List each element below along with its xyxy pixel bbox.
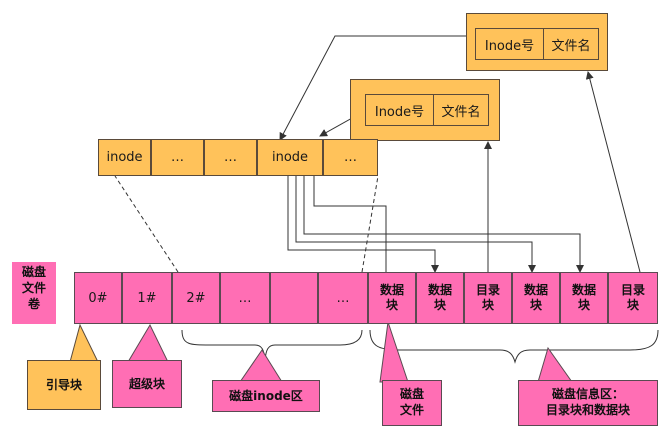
inode-cell: inode: [257, 139, 323, 176]
arrow-inode-to-data-2: [295, 176, 536, 273]
dir-entry-top: Inode号 文件名: [466, 13, 608, 71]
info-area-callout: 磁盘信息区： 目录块和数据块: [518, 380, 658, 426]
arrow-dirblock-to-top-entry: [585, 71, 641, 273]
disk-cell-data: 数据块: [560, 272, 608, 324]
disk-cell-dir: 目录块: [464, 272, 512, 324]
disk-cell-inode: …: [220, 272, 270, 324]
disk-cell-boot: 0#: [74, 272, 122, 324]
brace-inode-area: [181, 329, 363, 361]
boot-callout-pointer: [69, 323, 99, 363]
dir-entry-mid-inode: Inode号: [366, 95, 434, 125]
dir-entry-mid-name: 文件名: [441, 104, 481, 120]
inode-area-callout-pointer: [239, 349, 283, 383]
inode-cell: …: [323, 139, 378, 176]
inode-row: inode … … inode …: [98, 139, 378, 176]
disk-cell-inode: …: [318, 272, 368, 324]
disk-cell-data: 数据块: [368, 272, 416, 324]
info-area-callout-pointer: [537, 346, 573, 383]
arrow-inode-to-data-3: [303, 176, 584, 273]
disk-volume-label-line3: 卷: [27, 297, 40, 311]
disk-file-callout-line2: 文件: [399, 403, 424, 417]
inode-cell: inode: [98, 139, 151, 176]
disk-volume-label-line1: 磁盘: [21, 265, 46, 279]
brace-info-area: [369, 329, 659, 364]
dir-entry-mid: Inode号 文件名: [350, 79, 500, 141]
disk-file-callout-pointer: [379, 321, 409, 383]
super-block-callout: 超级块: [112, 360, 182, 408]
inode-cell: …: [151, 139, 204, 176]
disk-row: 0# 1# 2# … … 数据块 数据块 目录块 数据块 数据块 目录块: [74, 272, 658, 324]
dir-entry-top-inner: Inode号 文件名: [475, 28, 599, 60]
disk-volume-label-line2: 文件: [21, 281, 46, 295]
disk-cell-inode: [270, 272, 318, 324]
disk-cell-super: 1#: [122, 272, 172, 324]
info-area-callout-line2: 目录块和数据块: [545, 403, 630, 417]
info-area-callout-line1: 磁盘信息区：: [551, 387, 624, 401]
dashed-line-right: [361, 175, 379, 273]
disk-file-callout-line1: 磁盘: [399, 387, 424, 401]
super-callout-pointer: [127, 323, 169, 363]
boot-block-callout: 引导块: [27, 360, 101, 410]
disk-cell-dir: 目录块: [608, 272, 658, 324]
disk-cell-inode: 2#: [172, 272, 220, 324]
inode-cell: …: [204, 139, 257, 176]
disk-volume-label: 磁盘 文件 卷: [12, 262, 56, 324]
dir-entry-top-inode: Inode号: [476, 29, 544, 59]
disk-file-callout: 磁盘 文件: [382, 380, 442, 426]
arrow-top-entry-to-inode: [279, 35, 466, 141]
dashed-line-left: [114, 175, 179, 273]
inode-area-callout: 磁盘inode区: [212, 380, 320, 412]
arrow-inode-to-data-4: [313, 176, 387, 272]
disk-cell-data: 数据块: [512, 272, 560, 324]
arrow-inode-to-data-1: [287, 176, 439, 273]
dir-entry-mid-inner: Inode号 文件名: [365, 94, 489, 126]
disk-cell-data: 数据块: [416, 272, 464, 324]
dir-entry-top-name: 文件名: [551, 38, 591, 54]
